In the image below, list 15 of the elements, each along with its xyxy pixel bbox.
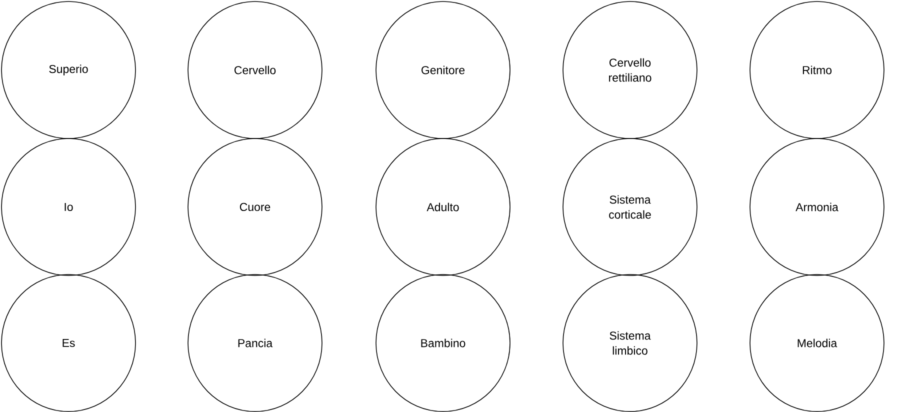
- ellipse-node: Pancia: [188, 274, 322, 412]
- ellipse-node: Es: [1, 274, 136, 412]
- ellipse-node: Io: [1, 138, 136, 276]
- ellipse-node: Adulto: [376, 138, 510, 276]
- ellipse-node: Melodia: [750, 274, 884, 412]
- ellipse-node: Bambino: [376, 274, 510, 412]
- ellipse-node: Armonia: [750, 138, 884, 276]
- ellipse-node: Ritmo: [750, 1, 884, 139]
- ellipse-node: Sistema limbico: [562, 274, 698, 412]
- ellipse-node: Genitore: [376, 1, 510, 139]
- ellipse-node: Cuore: [188, 138, 322, 276]
- ellipse-node: Cervello rettiliano: [562, 1, 698, 139]
- ellipse-node: Superio: [1, 1, 136, 139]
- ellipse-node: Sistema corticale: [562, 138, 698, 276]
- ellipse-node: Cervello: [188, 1, 322, 139]
